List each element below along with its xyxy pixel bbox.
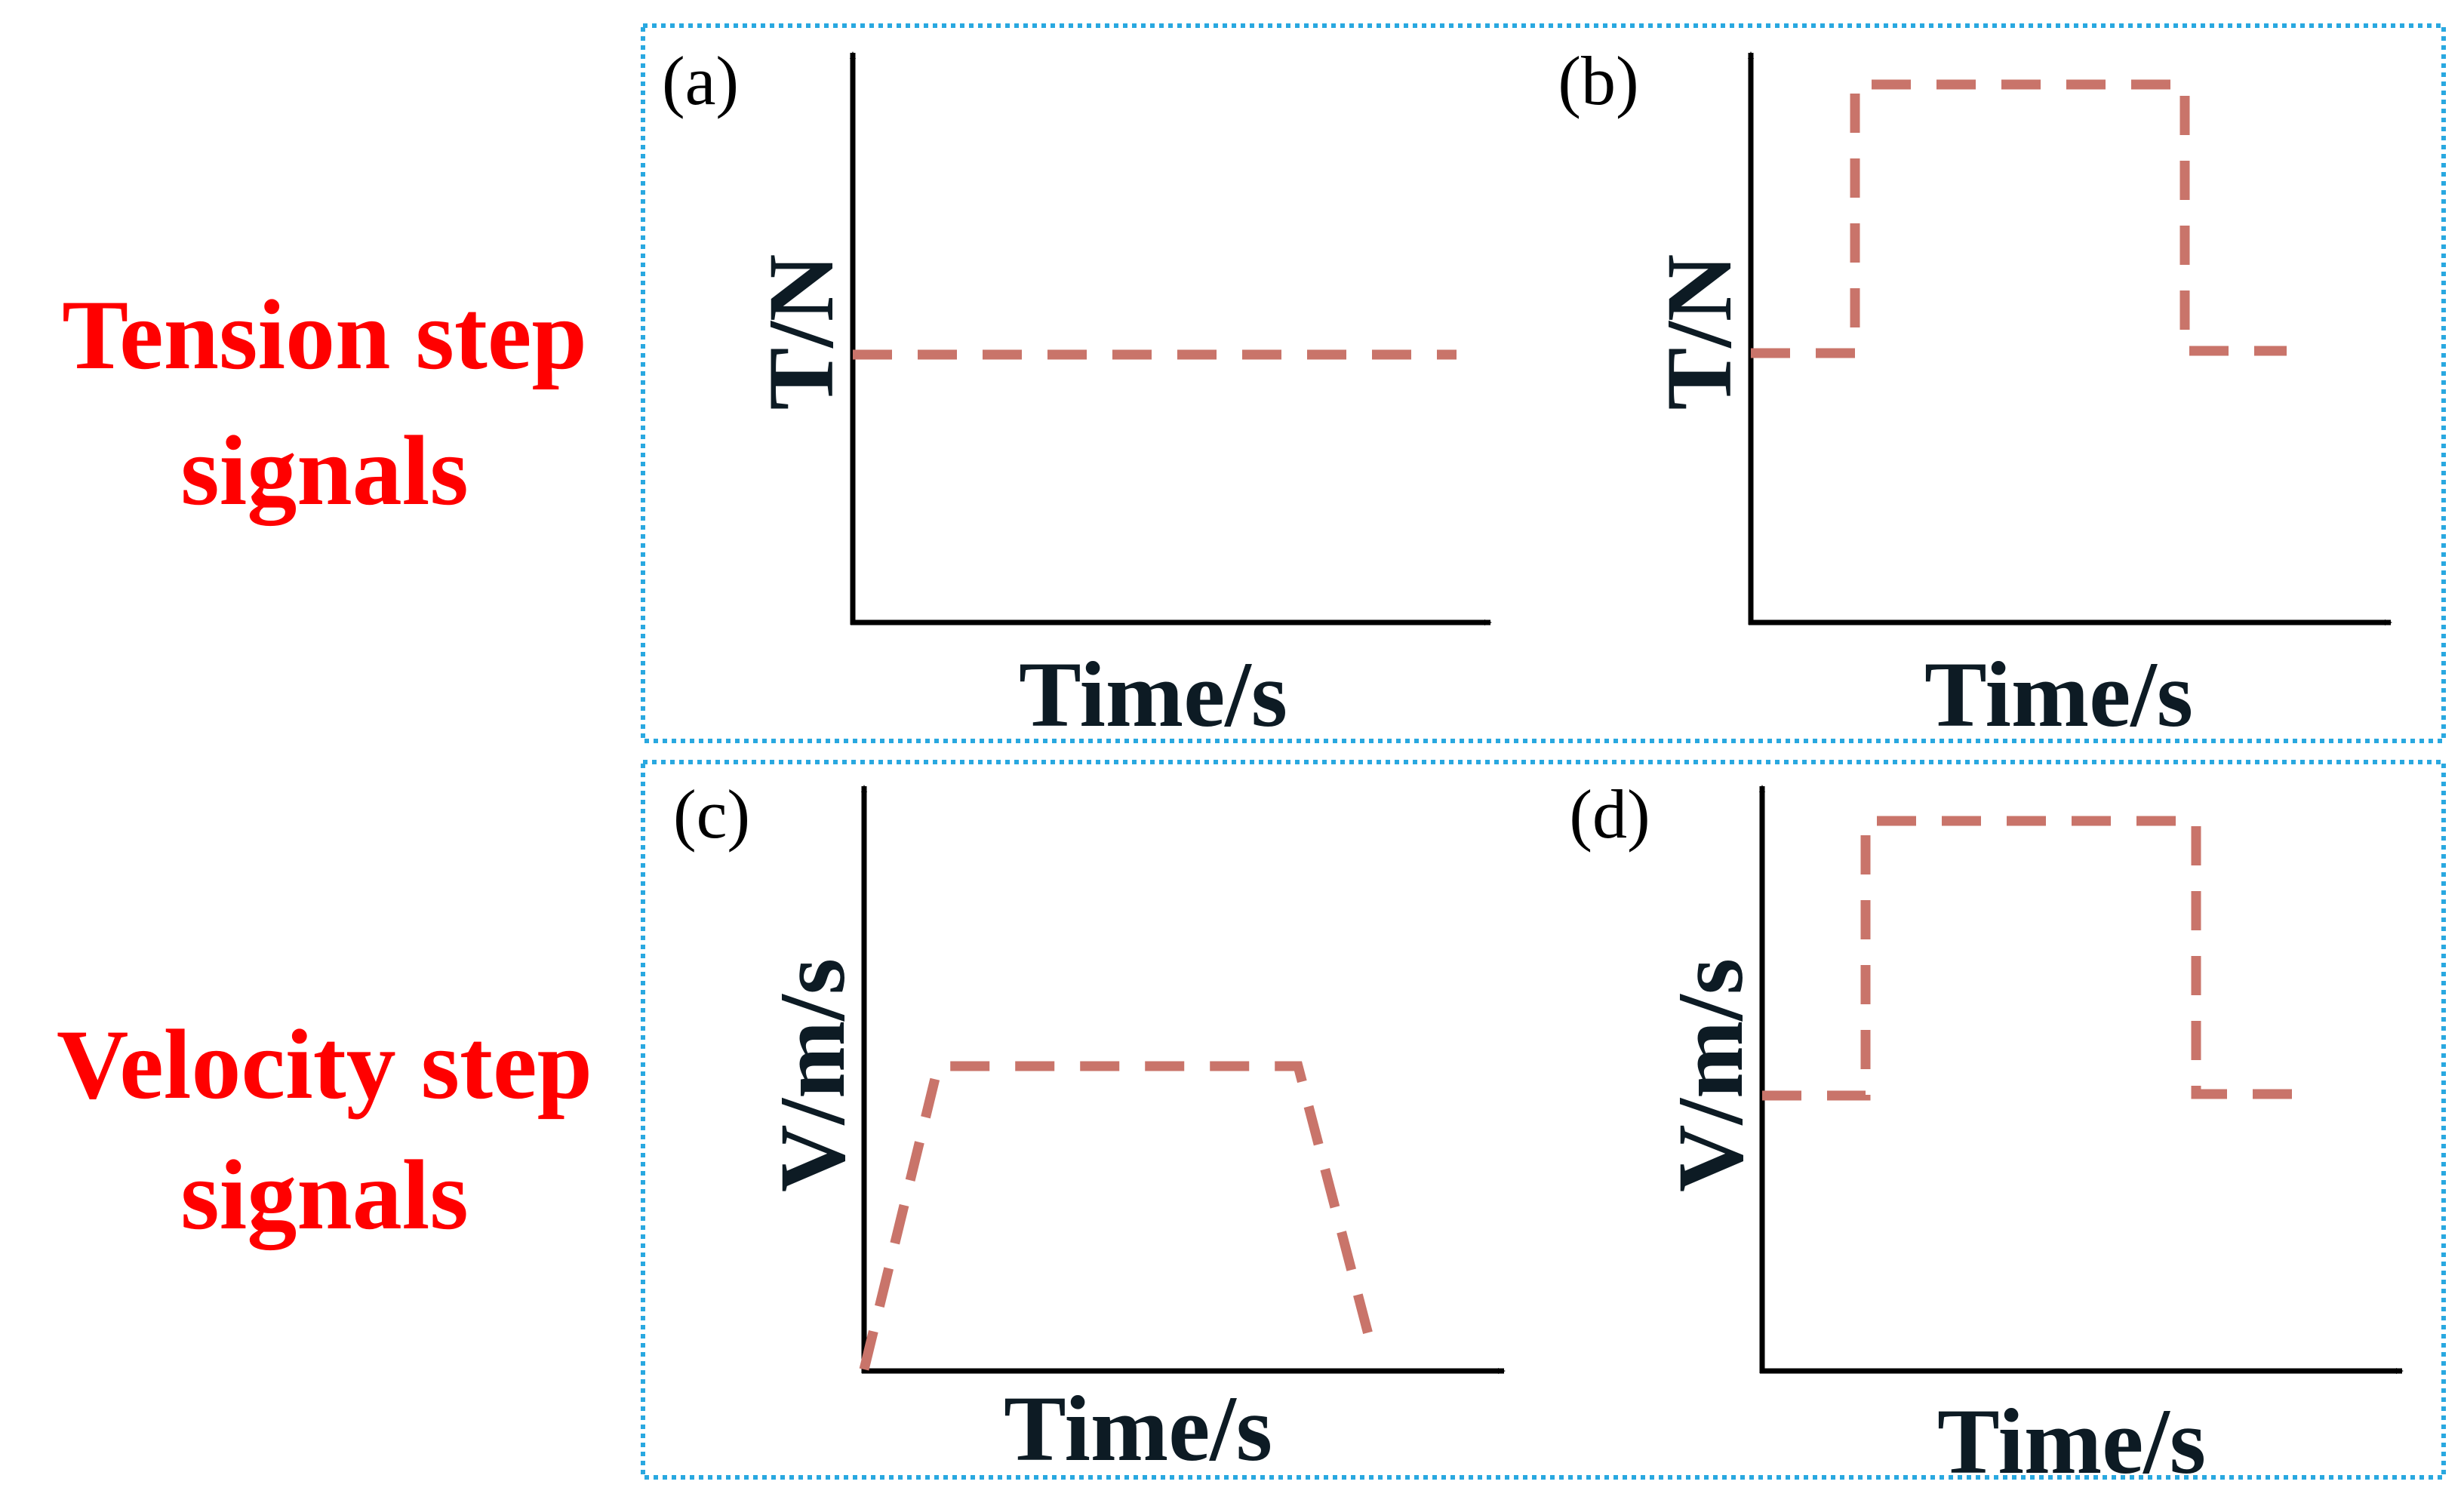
panel-d: (d) V/m/s Time/s	[1569, 776, 2404, 1493]
panel-c: (c) V/m/s Time/s	[673, 776, 1506, 1480]
panel-b-label: (b)	[1558, 42, 1638, 119]
panel-c-label: (c)	[673, 776, 750, 853]
panel-a: (a) T/N Time/s	[662, 42, 1492, 746]
velocity-row-title-line1: Velocity step	[57, 1009, 592, 1120]
panel-b: (b) T/N Time/s	[1558, 42, 2392, 746]
panel-a-x-axis-label: Time/s	[1019, 643, 1287, 746]
panel-c-y-axis-label: V/m/s	[761, 958, 864, 1192]
panel-b-signal-line	[1751, 79, 2287, 358]
panel-d-signal-line	[1762, 816, 2298, 1101]
tension-row-title-line1: Tension step	[62, 279, 587, 390]
panel-d-y-axis-label: V/m/s	[1659, 958, 1762, 1192]
panel-b-x-axis-label: Time/s	[1924, 643, 2193, 746]
velocity-group-border	[641, 760, 2446, 1480]
panel-c-signal-line	[859, 1061, 1379, 1371]
panel-d-label: (d)	[1569, 776, 1650, 853]
panel-c-x-axis-label: Time/s	[1004, 1377, 1272, 1480]
panel-a-y-axis-label: T/N	[749, 254, 853, 410]
tension-row-title-line2: signals	[180, 415, 469, 526]
tension-group-border	[641, 23, 2446, 743]
panel-d-x-axis-label: Time/s	[1937, 1390, 2206, 1493]
panel-a-label: (a)	[662, 42, 739, 119]
panel-b-y-axis-label: T/N	[1647, 254, 1751, 410]
velocity-row-title-line2: signals	[180, 1139, 469, 1250]
